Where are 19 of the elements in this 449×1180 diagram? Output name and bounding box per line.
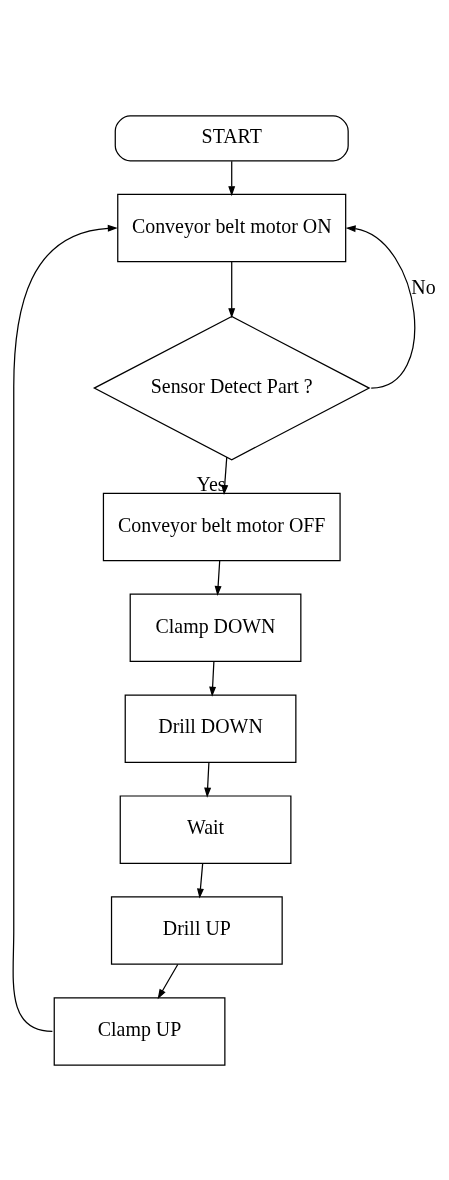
arrow xyxy=(204,761,212,798)
node-box: Clamp DOWN xyxy=(129,593,302,662)
arrow xyxy=(345,224,416,389)
node-box: Wait xyxy=(119,794,292,864)
arrow xyxy=(157,963,179,999)
arrow xyxy=(209,660,217,697)
arrow xyxy=(228,160,236,196)
arrow xyxy=(196,862,204,899)
node-box: Conveyor belt motor OFF xyxy=(102,492,341,561)
arrow xyxy=(214,559,222,596)
node-box: Drill DOWN xyxy=(124,694,297,763)
node-box: Conveyor belt motor ON xyxy=(117,193,347,262)
node-box: Clamp UP xyxy=(53,996,226,1066)
node-box: Drill UP xyxy=(110,895,283,965)
node-diamond: Sensor Detect Part ? xyxy=(92,315,371,460)
arrow xyxy=(228,260,236,318)
arrow xyxy=(12,224,118,1032)
node-box: START xyxy=(114,114,349,161)
edge-label: No xyxy=(411,275,436,298)
